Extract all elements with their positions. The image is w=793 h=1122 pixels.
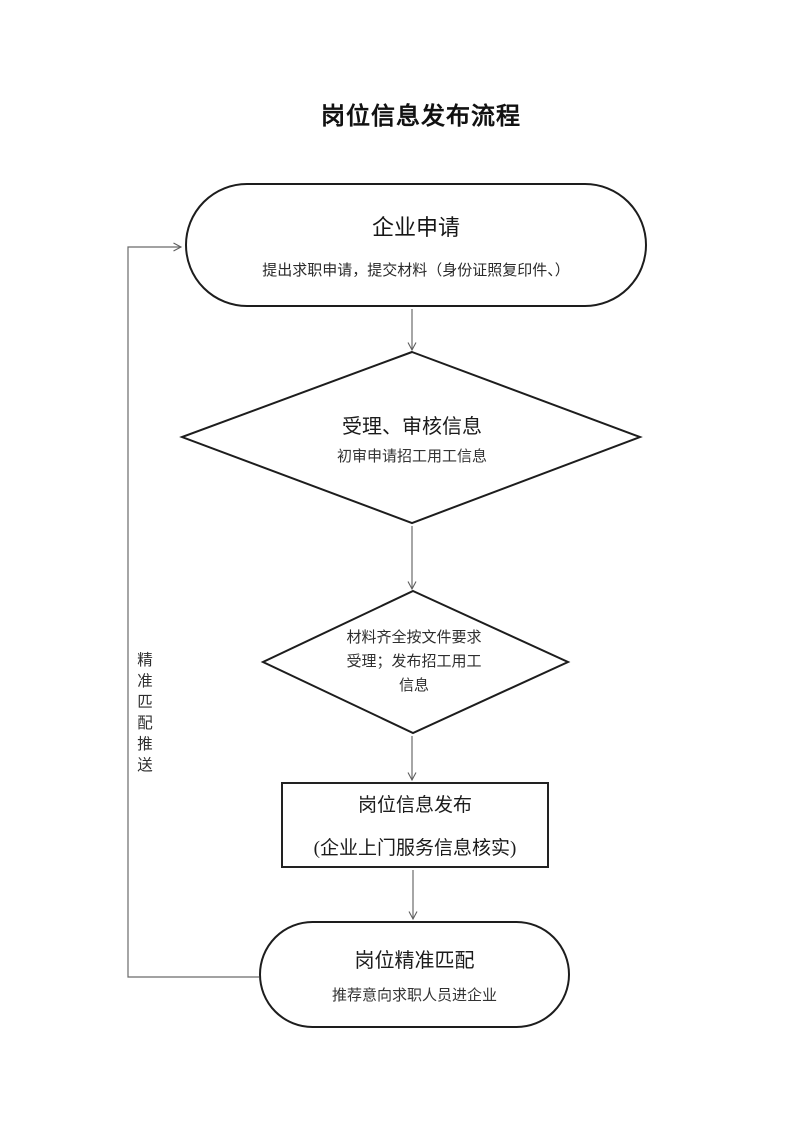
node-condition-check-text: 材料齐全按文件要求 受理；发布招工用工 信息 — [346, 630, 482, 694]
diamond-condition-check — [260, 589, 571, 735]
node-precise-match-subtitle: 推荐意向求职人员进企业 — [331, 988, 497, 1004]
node-enterprise-apply-subtitle: 提出求职申请，提交材料（身份证照复印件、） — [262, 262, 570, 279]
diamond-review-audit — [179, 350, 643, 525]
node-info-publish-line2: (企业上门服务信息核实) — [313, 838, 517, 859]
node-enterprise-apply-title: 企业申请 — [371, 215, 460, 240]
feedback-loop-label: 精 准 匹 配 推 送 — [137, 652, 153, 774]
node-precise-match-title: 岗位精准匹配 — [354, 950, 475, 972]
node-review-audit-title: 受理、审核信息 — [342, 416, 482, 438]
node-info-publish-line1: 岗位信息发布 — [357, 795, 472, 816]
node-precise-match: 岗位精准匹配 推荐意向求职人员进企业 — [259, 921, 570, 1028]
node-enterprise-apply: 企业申请 提出求职申请，提交材料（身份证照复印件、） — [185, 183, 647, 307]
page-title: 岗位信息发布流程 — [321, 104, 521, 130]
node-review-audit-subtitle: 初审申请招工用工信息 — [336, 449, 487, 465]
node-review-audit-text: 受理、审核信息 初审申请招工用工信息 — [212, 410, 612, 466]
connector-feedback-loop — [127, 242, 259, 978]
node-info-publish: 岗位信息发布 (企业上门服务信息核实) — [281, 782, 549, 868]
